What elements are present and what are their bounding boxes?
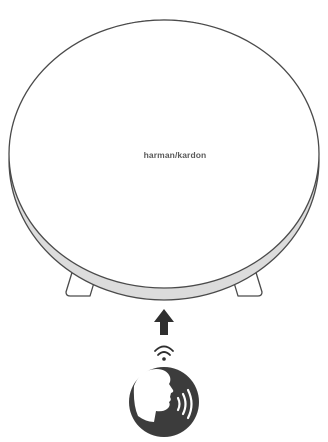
wireless-signal-icon <box>155 347 173 361</box>
voice-command-icon <box>129 367 199 437</box>
speaker-brand-label: harman/kardon <box>144 150 207 160</box>
speaker-icon: harman/kardon <box>9 20 319 300</box>
arrow-up-icon <box>154 309 174 335</box>
